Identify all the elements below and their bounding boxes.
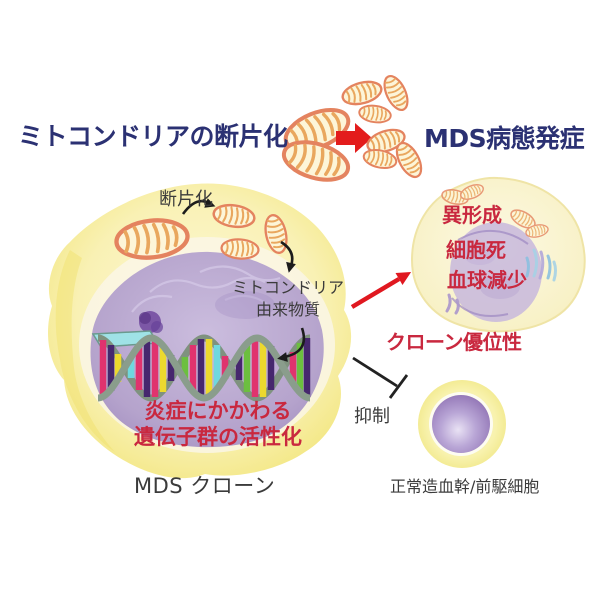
inhibition-t-bar-icon	[352, 356, 409, 399]
clonal-dominance-label: クローン優位性	[386, 330, 522, 354]
nucleolus	[139, 311, 163, 333]
red-block-arrow-icon	[336, 123, 372, 153]
nucleus-outline-arcs	[451, 229, 529, 317]
cytopenia-label: 血球減少	[447, 268, 527, 292]
suppression-label: 抑制	[354, 406, 390, 427]
membrane-shading	[55, 250, 115, 452]
fragmentation-arrow-icon	[181, 198, 216, 215]
dna-strand-b	[96, 334, 312, 402]
fragmented-mitochondria-cluster	[339, 71, 428, 182]
mds-clone-caption: MDS クローン	[134, 474, 276, 498]
cell-death-label: 細胞死	[446, 238, 506, 262]
mito-derived-line1: ミトコンドリア	[231, 278, 344, 297]
release-arrow-icon	[280, 240, 296, 273]
title-mitochondrial-fragmentation: ミトコンドリアの断片化	[18, 122, 288, 151]
nucleus-blotch	[480, 275, 520, 299]
inflammation-line1: 炎症にかかわる	[144, 399, 292, 423]
dna-double-helix-icon	[91, 330, 312, 402]
fragmentation-label: 断片化	[159, 189, 213, 210]
dysplasia-label: 異形成	[442, 203, 502, 227]
top-mitochondria-cluster	[277, 71, 428, 189]
normal-stem-progenitor-caption: 正常造血幹/前駆細胞	[390, 477, 540, 496]
diseased-cell	[410, 176, 586, 333]
inflammation-gene-activation-label: 炎症にかかわる 遺伝子群の活性化	[108, 398, 328, 451]
normal-cell-nucleus	[432, 395, 490, 453]
nucleus-shading	[215, 291, 275, 319]
nucleus-texture	[131, 265, 281, 313]
nucleus-blotch	[464, 245, 496, 265]
title-mds-pathogenesis: MDS病態発症	[424, 124, 585, 153]
inflammation-line2: 遺伝子群の活性化	[134, 425, 302, 450]
mds-clone-cell	[48, 183, 352, 479]
normal-stem-cell	[418, 380, 506, 468]
diseased-cell-nucleus	[450, 222, 542, 322]
progression-red-arrow-icon	[350, 272, 412, 309]
striation-marks	[445, 248, 557, 315]
mito-derived-substance-label: ミトコンドリア 由来物質	[228, 277, 348, 320]
dna-activation-arrow-icon	[277, 327, 306, 362]
mito-derived-line2: 由来物質	[255, 299, 320, 319]
